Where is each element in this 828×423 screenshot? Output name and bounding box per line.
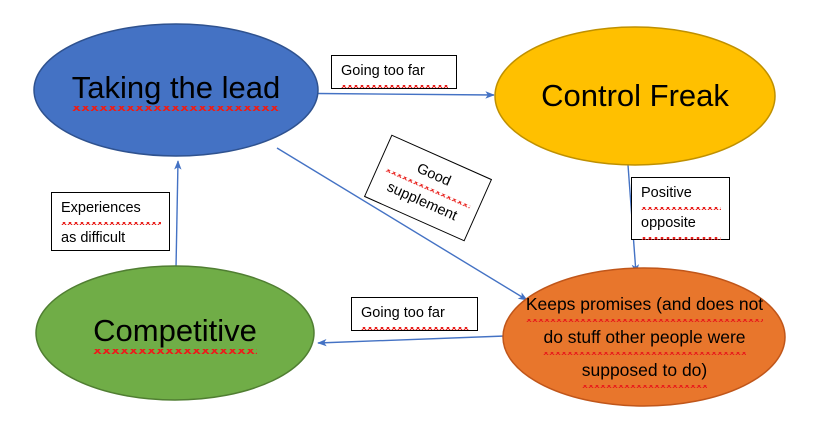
- callout-experiences-as-difficult[interactable]: Experiences as difficult: [51, 192, 170, 251]
- node-competitive[interactable]: [35, 265, 315, 401]
- connector-competitive-to-taking: [174, 160, 182, 269]
- callout-positive-opposite[interactable]: Positive opposite: [631, 177, 730, 240]
- connector-keeps-to-competitive: [317, 335, 506, 347]
- callout-going-too-far-bottom[interactable]: Going too far: [351, 297, 478, 331]
- connector-taking-to-keeps: [276, 147, 528, 301]
- connector-taking-to-control: [317, 91, 495, 99]
- node-keeps-promises[interactable]: [502, 267, 786, 407]
- node-taking-the-lead[interactable]: [33, 23, 319, 157]
- node-control-freak[interactable]: [494, 26, 776, 166]
- callout-going-too-far-top[interactable]: Going too far: [331, 55, 457, 89]
